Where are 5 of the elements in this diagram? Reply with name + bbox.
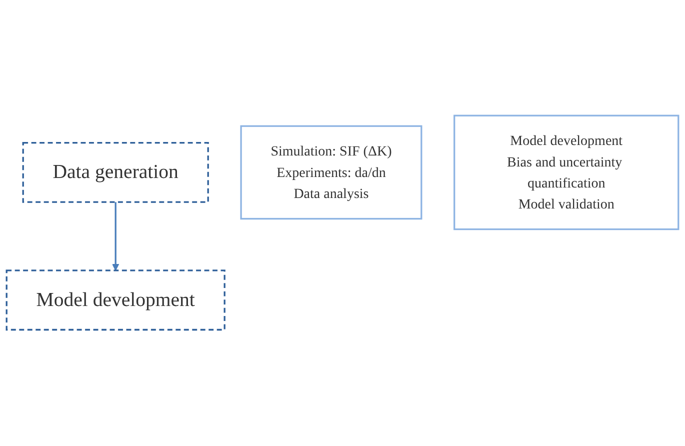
node-box: Simulation: SIF (ΔK) Experiments: da/dn Data analysis bbox=[240, 126, 422, 220]
node-box: Model development Bias and uncertainty quantification Model validation bbox=[454, 115, 680, 230]
node-box: Data generation bbox=[22, 142, 209, 204]
arrow bbox=[112, 202, 120, 272]
node-box: Model development bbox=[6, 270, 226, 331]
